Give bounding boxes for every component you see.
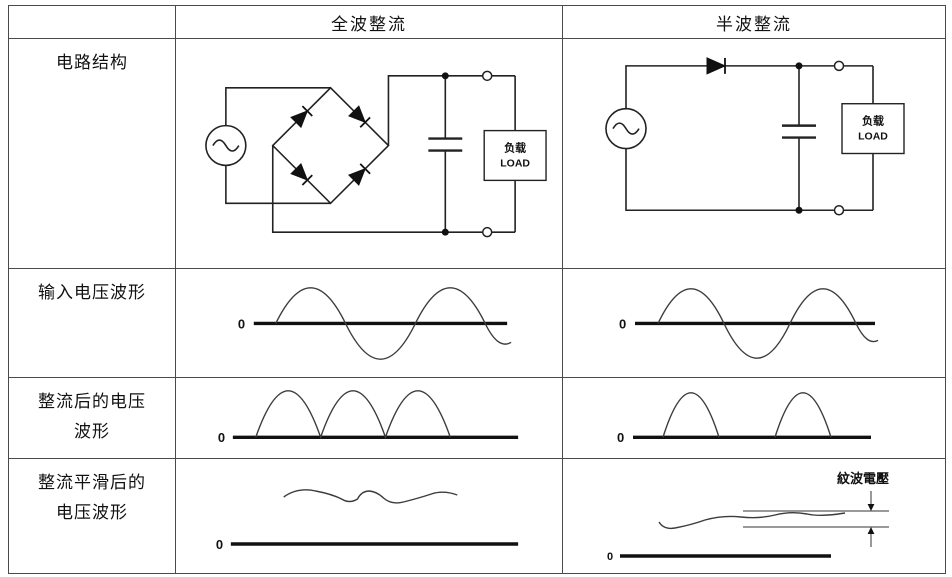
diode-icon	[290, 162, 313, 186]
column-header-full-wave: 全波整流	[176, 6, 563, 39]
half-wave-input-waveform: 0	[619, 288, 879, 359]
arrow-down-icon	[867, 504, 875, 511]
wire	[387, 75, 516, 146]
terminal-icon	[481, 226, 493, 238]
wire	[225, 86, 331, 126]
zero-label: 0	[238, 316, 245, 331]
diode-bridge	[271, 86, 390, 205]
zero-label: 0	[218, 430, 225, 445]
wire	[625, 148, 873, 212]
diode-icon	[348, 163, 371, 186]
half-wave-smoothed-waveform: 0 紋波電壓	[607, 471, 889, 563]
junction-dot	[441, 72, 449, 80]
ripple-wave	[658, 512, 846, 530]
full-wave-circuit-cell: 负载 LOAD	[176, 39, 563, 269]
ripple-wave	[283, 489, 458, 504]
wire	[225, 165, 331, 205]
sine-wave	[275, 287, 512, 360]
diode-icon	[290, 105, 313, 129]
terminal-icon	[833, 205, 845, 216]
load-box: 负载 LOAD	[483, 129, 547, 182]
load-label-cn: 负载	[862, 114, 884, 128]
arrow-up-icon	[867, 527, 875, 534]
diode-icon	[706, 57, 727, 75]
full-wave-rectified-waveform: 0	[218, 390, 519, 445]
column-header-half-wave-label: 半波整流	[716, 14, 792, 34]
column-header-full-wave-label: 全波整流	[331, 14, 407, 34]
wire	[271, 145, 516, 233]
zero-label: 0	[607, 551, 613, 563]
row-label-rectified-waveform: 整流后的电压 波形	[9, 378, 176, 459]
junction-dot	[795, 206, 803, 214]
row-label-circuit-structure: 电路结构	[9, 39, 176, 269]
load-box: 负载 LOAD	[841, 103, 905, 155]
ripple-voltage-label: 紋波電壓	[837, 471, 889, 486]
zero-label: 0	[216, 537, 223, 552]
terminal-icon	[481, 70, 493, 82]
zero-label: 0	[617, 430, 624, 445]
ac-source-icon	[205, 124, 247, 167]
sine-wave	[657, 288, 879, 359]
full-wave-smoothed-waveform-cell: 0	[176, 459, 563, 573]
rectified-wave	[662, 392, 720, 438]
row-label-smoothed-waveform: 整流平滑后的 电压波形	[9, 459, 176, 573]
half-wave-rectified-waveform-cell: 0	[563, 378, 945, 459]
ac-source-icon	[605, 107, 647, 150]
column-header-half-wave: 半波整流	[563, 6, 945, 39]
zero-label: 0	[619, 317, 626, 332]
rectification-comparison-table: 全波整流 半波整流 电路结构	[8, 5, 946, 574]
junction-dot	[441, 228, 449, 236]
diode-icon	[348, 105, 371, 128]
wire	[625, 65, 873, 109]
full-wave-circuit-diagram: 负载 LOAD	[205, 70, 547, 238]
full-wave-input-waveform-cell: 0	[176, 269, 563, 378]
load-label-cn: 负载	[504, 141, 526, 155]
capacitor-icon	[428, 75, 463, 233]
half-wave-smoothed-waveform-cell: 0 紋波電壓	[563, 459, 945, 573]
terminal-icon	[833, 60, 845, 72]
half-wave-rectified-waveform: 0	[617, 392, 871, 445]
full-wave-rectified-waveform-cell: 0	[176, 378, 563, 459]
half-wave-input-waveform-cell: 0	[563, 269, 945, 378]
full-wave-smoothed-waveform: 0	[216, 489, 519, 552]
rectified-wave	[255, 390, 451, 440]
ripple-voltage-annotation: 紋波電壓	[743, 471, 889, 547]
full-wave-input-waveform: 0	[238, 287, 512, 360]
load-label-en: LOAD	[500, 158, 530, 169]
row-label-input-waveform: 输入电压波形	[9, 269, 176, 378]
half-wave-circuit-diagram: 负载 LOAD	[605, 57, 905, 216]
rectified-wave	[774, 392, 832, 438]
junction-dot	[795, 62, 803, 70]
load-label-en: LOAD	[858, 132, 888, 143]
capacitor-icon	[782, 65, 816, 211]
half-wave-circuit-cell: 负载 LOAD	[563, 39, 945, 269]
corner-cell	[9, 6, 176, 39]
